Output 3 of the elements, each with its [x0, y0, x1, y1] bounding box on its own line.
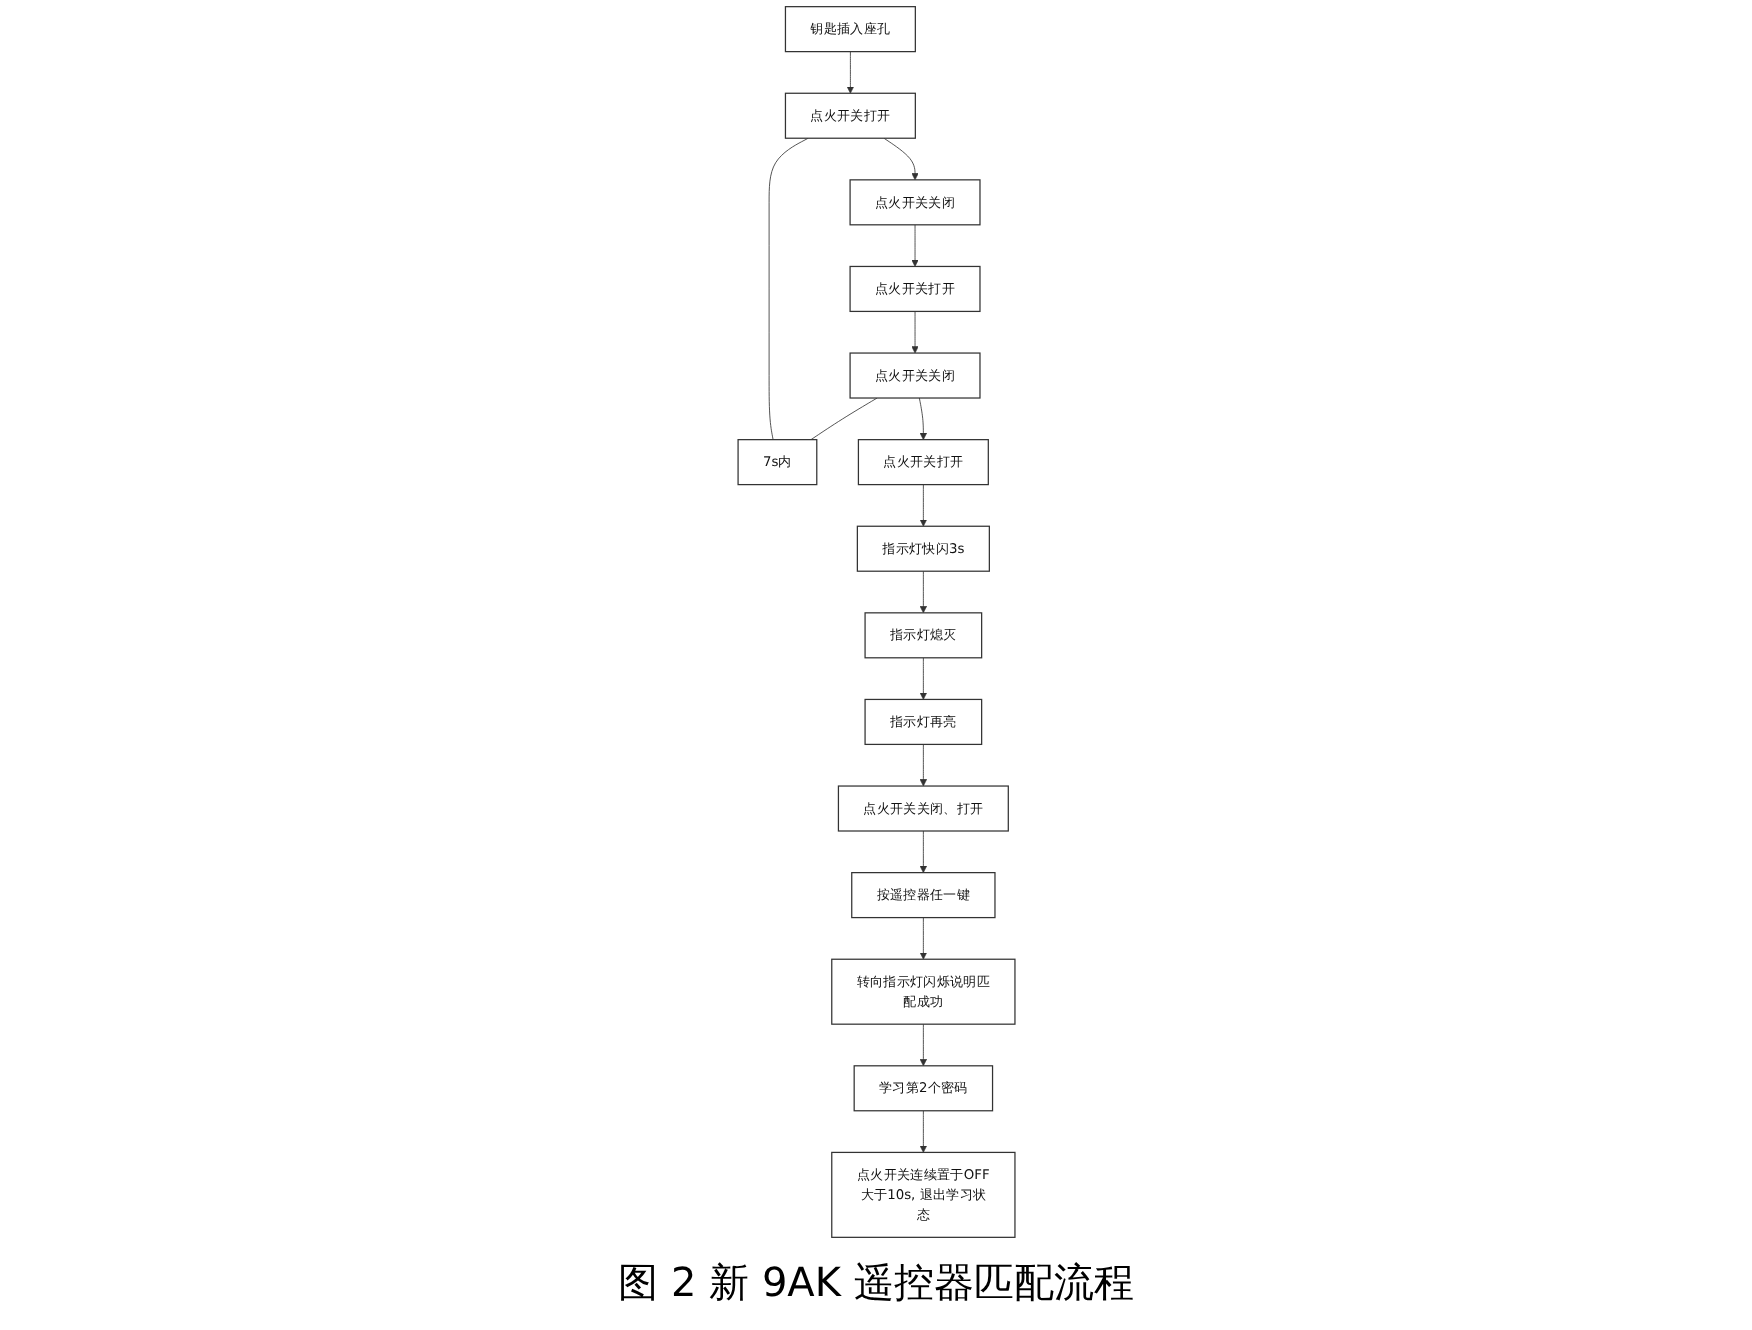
caption: 图 2 新 9AK 遥控器匹配流程	[618, 1256, 1134, 1310]
connector	[810, 397, 878, 441]
connector	[768, 137, 809, 441]
